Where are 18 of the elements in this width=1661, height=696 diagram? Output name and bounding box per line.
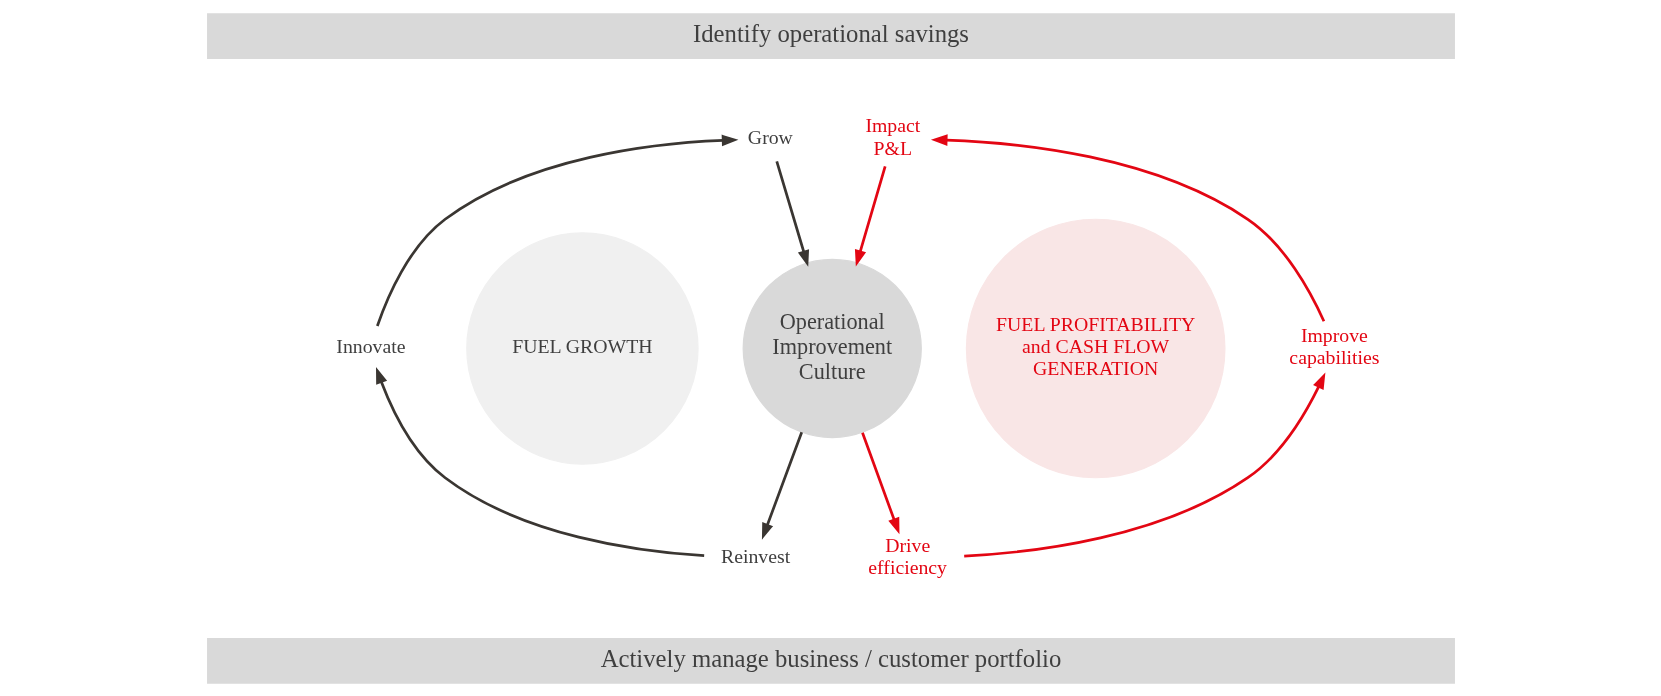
arrow: [761, 431, 803, 540]
node-text: Innovate: [335, 334, 405, 357]
node-text: Drive efficiency: [867, 533, 947, 578]
arrow: [854, 165, 886, 267]
arrow: [375, 134, 738, 326]
arrow: [774, 160, 809, 267]
node-box: Identify operational savings: [206, 12, 1455, 59]
node-text: Reinvest: [720, 544, 790, 567]
node-text: Grow: [747, 125, 793, 148]
arrow: [860, 431, 899, 534]
arrow: [963, 371, 1325, 557]
node-circle: FUEL PROFITABILITY and CASH FLOW GENERATION: [965, 218, 1226, 478]
node-text: Improve capabilities: [1288, 323, 1379, 368]
node-circle: Operational Improvement Culture: [742, 258, 922, 438]
node-text: Impact P&L: [864, 113, 920, 159]
arrow: [375, 366, 704, 557]
arrow: [930, 133, 1325, 322]
node-box: Actively manage business / customer portfolio: [206, 637, 1455, 684]
